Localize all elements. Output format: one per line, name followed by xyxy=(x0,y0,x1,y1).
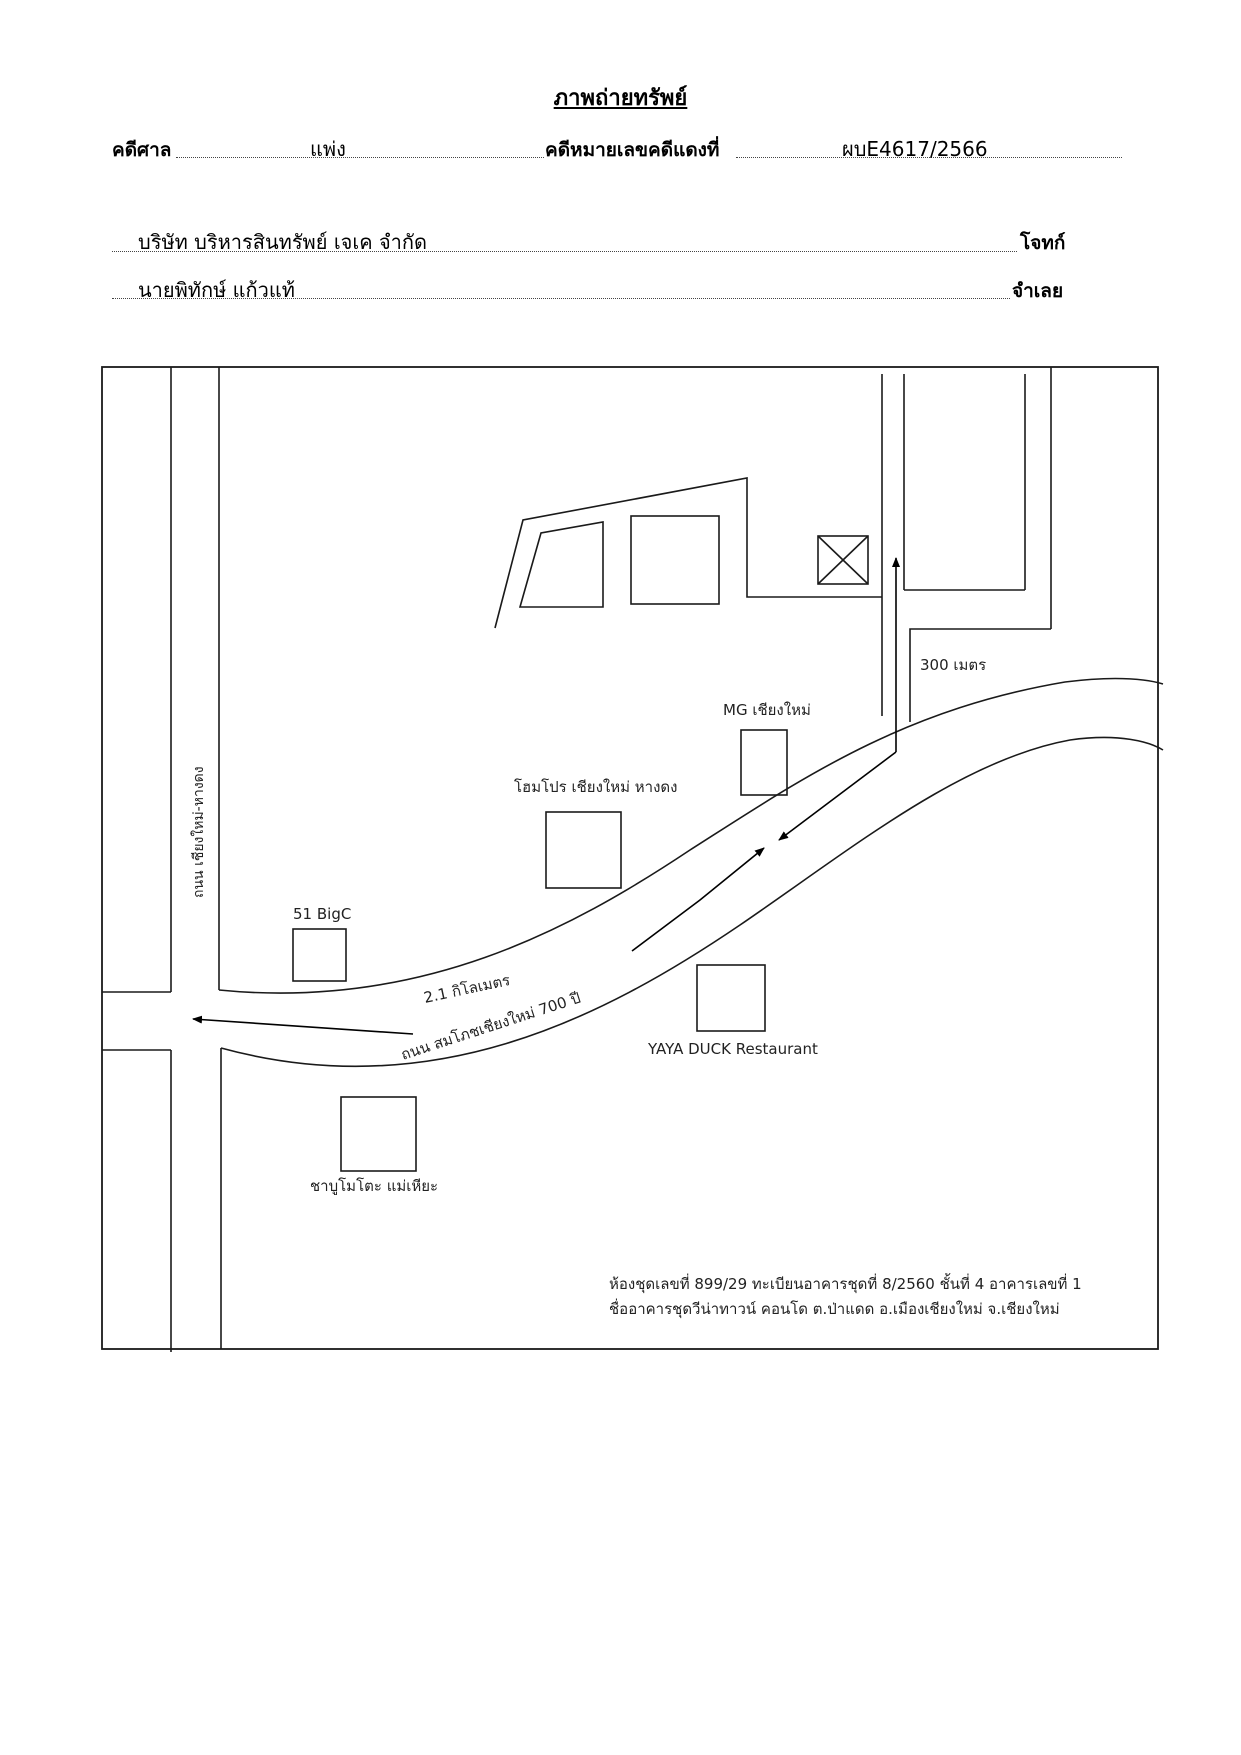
target-property-marker xyxy=(817,535,869,585)
court-label: คดีศาล xyxy=(112,139,172,161)
main-road-north-edge xyxy=(218,677,1164,994)
shabu-label: ชาบูโมโตะ แม่เหียะ xyxy=(310,1177,438,1195)
distance-side-label: 300 เมตร xyxy=(920,656,986,674)
distance-main-label: 2.1 กิโลเมตร xyxy=(422,971,512,1007)
address-line-1: ห้องชุดเลขที่ 899/29 ทะเบียนอาคารชุดที่ … xyxy=(609,1273,1082,1294)
case-no-dotted-line xyxy=(736,157,1122,158)
yaya-label: YAYA DUCK Restaurant xyxy=(647,1040,818,1058)
plaintiff-dotted-line xyxy=(112,251,1017,252)
bigc-building xyxy=(292,928,347,982)
page-title: ภาพถ่ายทรัพย์ xyxy=(553,86,688,111)
route-arrow-west xyxy=(192,1015,414,1035)
bigc-label: 51 BigC xyxy=(293,905,351,923)
vertical-road-label: ถนน เชียงใหม่-หางดง xyxy=(190,766,207,898)
defendant-dotted-line xyxy=(112,298,1010,299)
court-dotted-line xyxy=(176,157,544,158)
shabu-building xyxy=(340,1096,417,1172)
building-parcel-right xyxy=(630,515,720,605)
homepro-label: โฮมโปร เชียงใหม่ หางดง xyxy=(514,778,678,796)
building-block-outline xyxy=(494,477,882,629)
building-parcel-left xyxy=(518,521,604,608)
map-frame xyxy=(101,366,1159,1350)
side-road-east-edge xyxy=(909,628,1051,722)
address-line-2: ชื่ออาคารชุดวีน่าทาวน์ คอนโด ต.ป่าแดด อ.… xyxy=(609,1298,1060,1319)
case-no-label: คดีหมายเลขคดีแดงที่ xyxy=(545,139,720,161)
defendant-label: จำเลย xyxy=(1012,280,1064,302)
case-no-value: ผบE4617/2566 xyxy=(842,137,988,161)
court-value: แพ่ง xyxy=(310,137,346,161)
mg-building xyxy=(740,729,788,796)
plaintiff-label: โจทก์ xyxy=(1020,232,1066,254)
main-road-south-edge xyxy=(220,736,1164,1068)
homepro-building xyxy=(545,811,622,889)
route-arrow-southwest xyxy=(778,751,897,841)
yaya-building xyxy=(696,964,766,1032)
plaintiff-name: บริษัท บริหารสินทรัพย์ เจเค จำกัด xyxy=(138,230,427,254)
mg-label: MG เชียงใหม่ xyxy=(723,701,811,719)
defendant-name: นายพิทักษ์ แก้วแท้ xyxy=(138,278,295,302)
route-arrow-east xyxy=(631,847,765,952)
